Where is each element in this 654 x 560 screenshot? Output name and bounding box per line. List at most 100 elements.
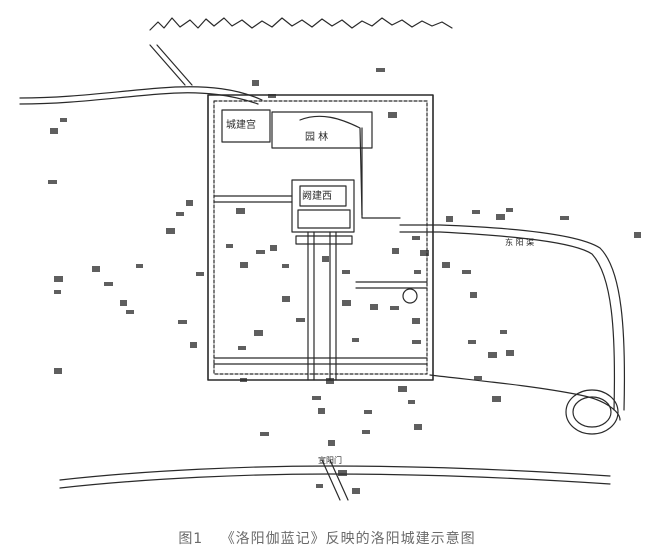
north-river-top bbox=[19, 86, 263, 101]
building-symbol bbox=[472, 210, 480, 214]
outer-wall bbox=[207, 94, 434, 381]
building-symbol bbox=[136, 264, 143, 268]
building-symbol bbox=[318, 408, 325, 414]
label-palace: 城建宫 bbox=[226, 118, 256, 131]
building-symbol bbox=[92, 266, 100, 272]
building-symbol bbox=[178, 320, 187, 324]
building-symbol bbox=[388, 112, 397, 118]
building-symbol bbox=[48, 180, 57, 184]
building-symbol bbox=[256, 250, 265, 254]
building-symbol bbox=[254, 330, 263, 336]
building-symbol bbox=[54, 368, 62, 374]
building-symbol bbox=[176, 212, 184, 216]
pond-inner bbox=[572, 396, 612, 428]
building-symbol bbox=[634, 232, 641, 238]
building-symbol bbox=[50, 128, 58, 134]
luo-river-bottom bbox=[59, 473, 611, 489]
building-symbol bbox=[268, 94, 276, 98]
palace-crossroad bbox=[295, 235, 353, 245]
palace-core bbox=[299, 185, 347, 207]
building-symbol bbox=[322, 256, 329, 262]
building-symbol bbox=[296, 318, 305, 322]
luo-river-top bbox=[59, 465, 611, 481]
luoyang-map: 城建宫 园 林 阙建西 东 阳 渠 宣阳门 bbox=[19, 17, 641, 501]
label-south-gate: 宣阳门 bbox=[318, 455, 342, 465]
building-symbol bbox=[362, 430, 370, 434]
building-symbol bbox=[414, 424, 422, 430]
garden-enclosure bbox=[271, 111, 373, 149]
building-symbol bbox=[54, 290, 61, 294]
building-symbol bbox=[126, 310, 134, 314]
building-symbol bbox=[392, 248, 399, 254]
canal-east bbox=[399, 224, 626, 411]
outer-wall-inner bbox=[213, 100, 428, 375]
building-symbol bbox=[370, 304, 378, 310]
building-symbol bbox=[488, 352, 497, 358]
building-symbol bbox=[376, 68, 385, 72]
building-symbol bbox=[270, 245, 277, 251]
building-symbol bbox=[496, 214, 505, 220]
building-symbol bbox=[226, 244, 233, 248]
building-symbol bbox=[414, 270, 421, 274]
label-east-river: 东 阳 渠 bbox=[505, 237, 534, 247]
building-symbol bbox=[316, 484, 323, 488]
map-figure: 城建宫 园 林 阙建西 东 阳 渠 宣阳门 bbox=[19, 17, 641, 501]
building-symbol bbox=[560, 216, 569, 220]
building-symbol bbox=[468, 340, 476, 344]
north-channel bbox=[149, 44, 186, 86]
building-symbol bbox=[190, 342, 197, 348]
building-symbol bbox=[54, 276, 63, 282]
mountain-range bbox=[149, 17, 453, 31]
figure-number: 图1 bbox=[178, 531, 204, 547]
building-symbol bbox=[420, 250, 429, 256]
south-bridge-2 bbox=[329, 459, 349, 501]
building-symbol bbox=[470, 292, 477, 298]
building-symbol bbox=[442, 262, 450, 268]
main-palace bbox=[291, 179, 355, 233]
label-inner-palace: 阙建西 bbox=[302, 189, 332, 202]
building-symbol bbox=[500, 330, 507, 334]
building-symbol bbox=[236, 208, 245, 214]
palace-lower bbox=[297, 209, 351, 229]
building-symbol bbox=[342, 270, 350, 274]
building-symbol bbox=[506, 350, 514, 356]
building-symbol bbox=[492, 396, 501, 402]
building-symbol bbox=[326, 378, 334, 384]
building-symbol bbox=[312, 396, 321, 400]
garden-channel bbox=[299, 115, 363, 216]
building-symbol bbox=[474, 376, 482, 380]
building-symbol bbox=[260, 432, 269, 436]
figure-caption: 图1 《洛阳伽蓝记》反映的洛阳城建示意图 bbox=[0, 528, 654, 548]
building-symbol bbox=[342, 300, 351, 306]
building-symbol bbox=[412, 318, 420, 324]
canal-east-2 bbox=[399, 231, 616, 411]
building-symbol bbox=[412, 340, 421, 344]
building-symbol bbox=[240, 378, 247, 382]
canal-north bbox=[361, 127, 401, 219]
building-symbol bbox=[104, 282, 113, 286]
building-symbol bbox=[196, 272, 204, 276]
building-symbol bbox=[240, 262, 248, 268]
north-river-bottom bbox=[19, 92, 259, 105]
building-symbol bbox=[338, 470, 347, 476]
east-river-loop bbox=[429, 374, 621, 421]
building-symbol bbox=[506, 208, 513, 212]
building-symbol bbox=[390, 306, 399, 310]
building-symbol bbox=[398, 386, 407, 392]
pond bbox=[565, 389, 619, 435]
figure-title: 《洛阳伽蓝记》反映的洛阳城建示意图 bbox=[220, 531, 476, 547]
north-channel-2 bbox=[156, 44, 193, 86]
building-symbol bbox=[364, 410, 372, 414]
building-symbol bbox=[328, 440, 335, 446]
building-symbol bbox=[166, 228, 175, 234]
building-symbol bbox=[282, 264, 289, 268]
building-glyphs bbox=[48, 68, 641, 494]
building-symbol bbox=[120, 300, 127, 306]
building-symbol bbox=[252, 80, 259, 86]
building-symbol bbox=[60, 118, 67, 122]
building-symbol bbox=[238, 346, 246, 350]
building-symbol bbox=[186, 200, 193, 206]
building-symbol bbox=[282, 296, 290, 302]
building-symbol bbox=[352, 488, 360, 494]
label-garden: 园 林 bbox=[305, 130, 328, 143]
